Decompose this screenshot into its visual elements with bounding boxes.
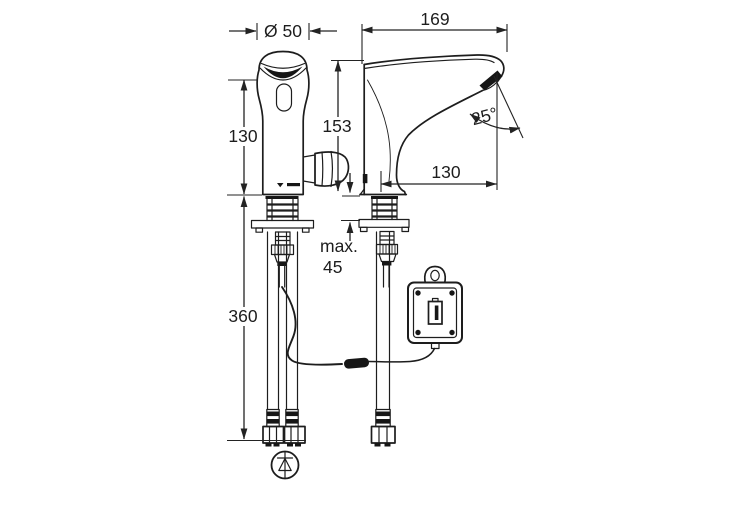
- spout-opening: [263, 66, 303, 79]
- side-hose: [370, 231, 396, 447]
- dim-hose-length: 360: [226, 194, 306, 442]
- brand-mark: [277, 183, 300, 188]
- spout-rim: [260, 62, 306, 69]
- dim-spout-projection: 130: [380, 162, 497, 192]
- sensor-window-side: [362, 174, 368, 184]
- hanging-hole: [430, 269, 440, 282]
- spout-top: [363, 54, 505, 83]
- hanging-tab: [423, 265, 447, 285]
- mounting-flange: [358, 218, 410, 228]
- dim-spout-length: 169: [361, 9, 508, 64]
- sensor-window: [275, 83, 293, 112]
- screw: [449, 290, 455, 296]
- screw: [415, 329, 421, 336]
- hose-nut: [262, 425, 285, 444]
- screw: [449, 329, 455, 336]
- dim-label-diameter: Ø 50: [264, 21, 302, 41]
- cable-connector: [344, 357, 370, 369]
- battery-icon: [427, 297, 443, 325]
- dim-label-max-word: max.: [320, 236, 358, 256]
- dim-height-side: 153: [320, 59, 364, 192]
- dim-label-height-front: 130: [228, 126, 257, 146]
- hose-nut: [370, 425, 396, 444]
- dim-label-hose-length: 360: [228, 306, 257, 326]
- spout-lip: [259, 67, 307, 81]
- mounting-flange: [250, 219, 315, 229]
- dim-label-height-side: 153: [322, 116, 351, 136]
- faucet-body-front: [256, 50, 310, 196]
- front-shank: [250, 196, 315, 288]
- screw: [415, 290, 421, 296]
- control-box: [407, 265, 463, 350]
- dim-height-front: 130: [227, 79, 261, 195]
- dim-deck-thickness: max. 45: [320, 173, 360, 277]
- cable-gland: [430, 342, 440, 350]
- front-view: [250, 50, 350, 447]
- dim-label-spout-length: 169: [420, 9, 449, 29]
- dim-label-max-value: 45: [323, 257, 342, 277]
- dim-label-projection: 130: [431, 162, 460, 182]
- hose-nut: [283, 425, 306, 444]
- check-valve-icon: [270, 450, 300, 480]
- connector-cable: [281, 286, 436, 369]
- dim-diameter-top: Ø 50: [229, 21, 337, 41]
